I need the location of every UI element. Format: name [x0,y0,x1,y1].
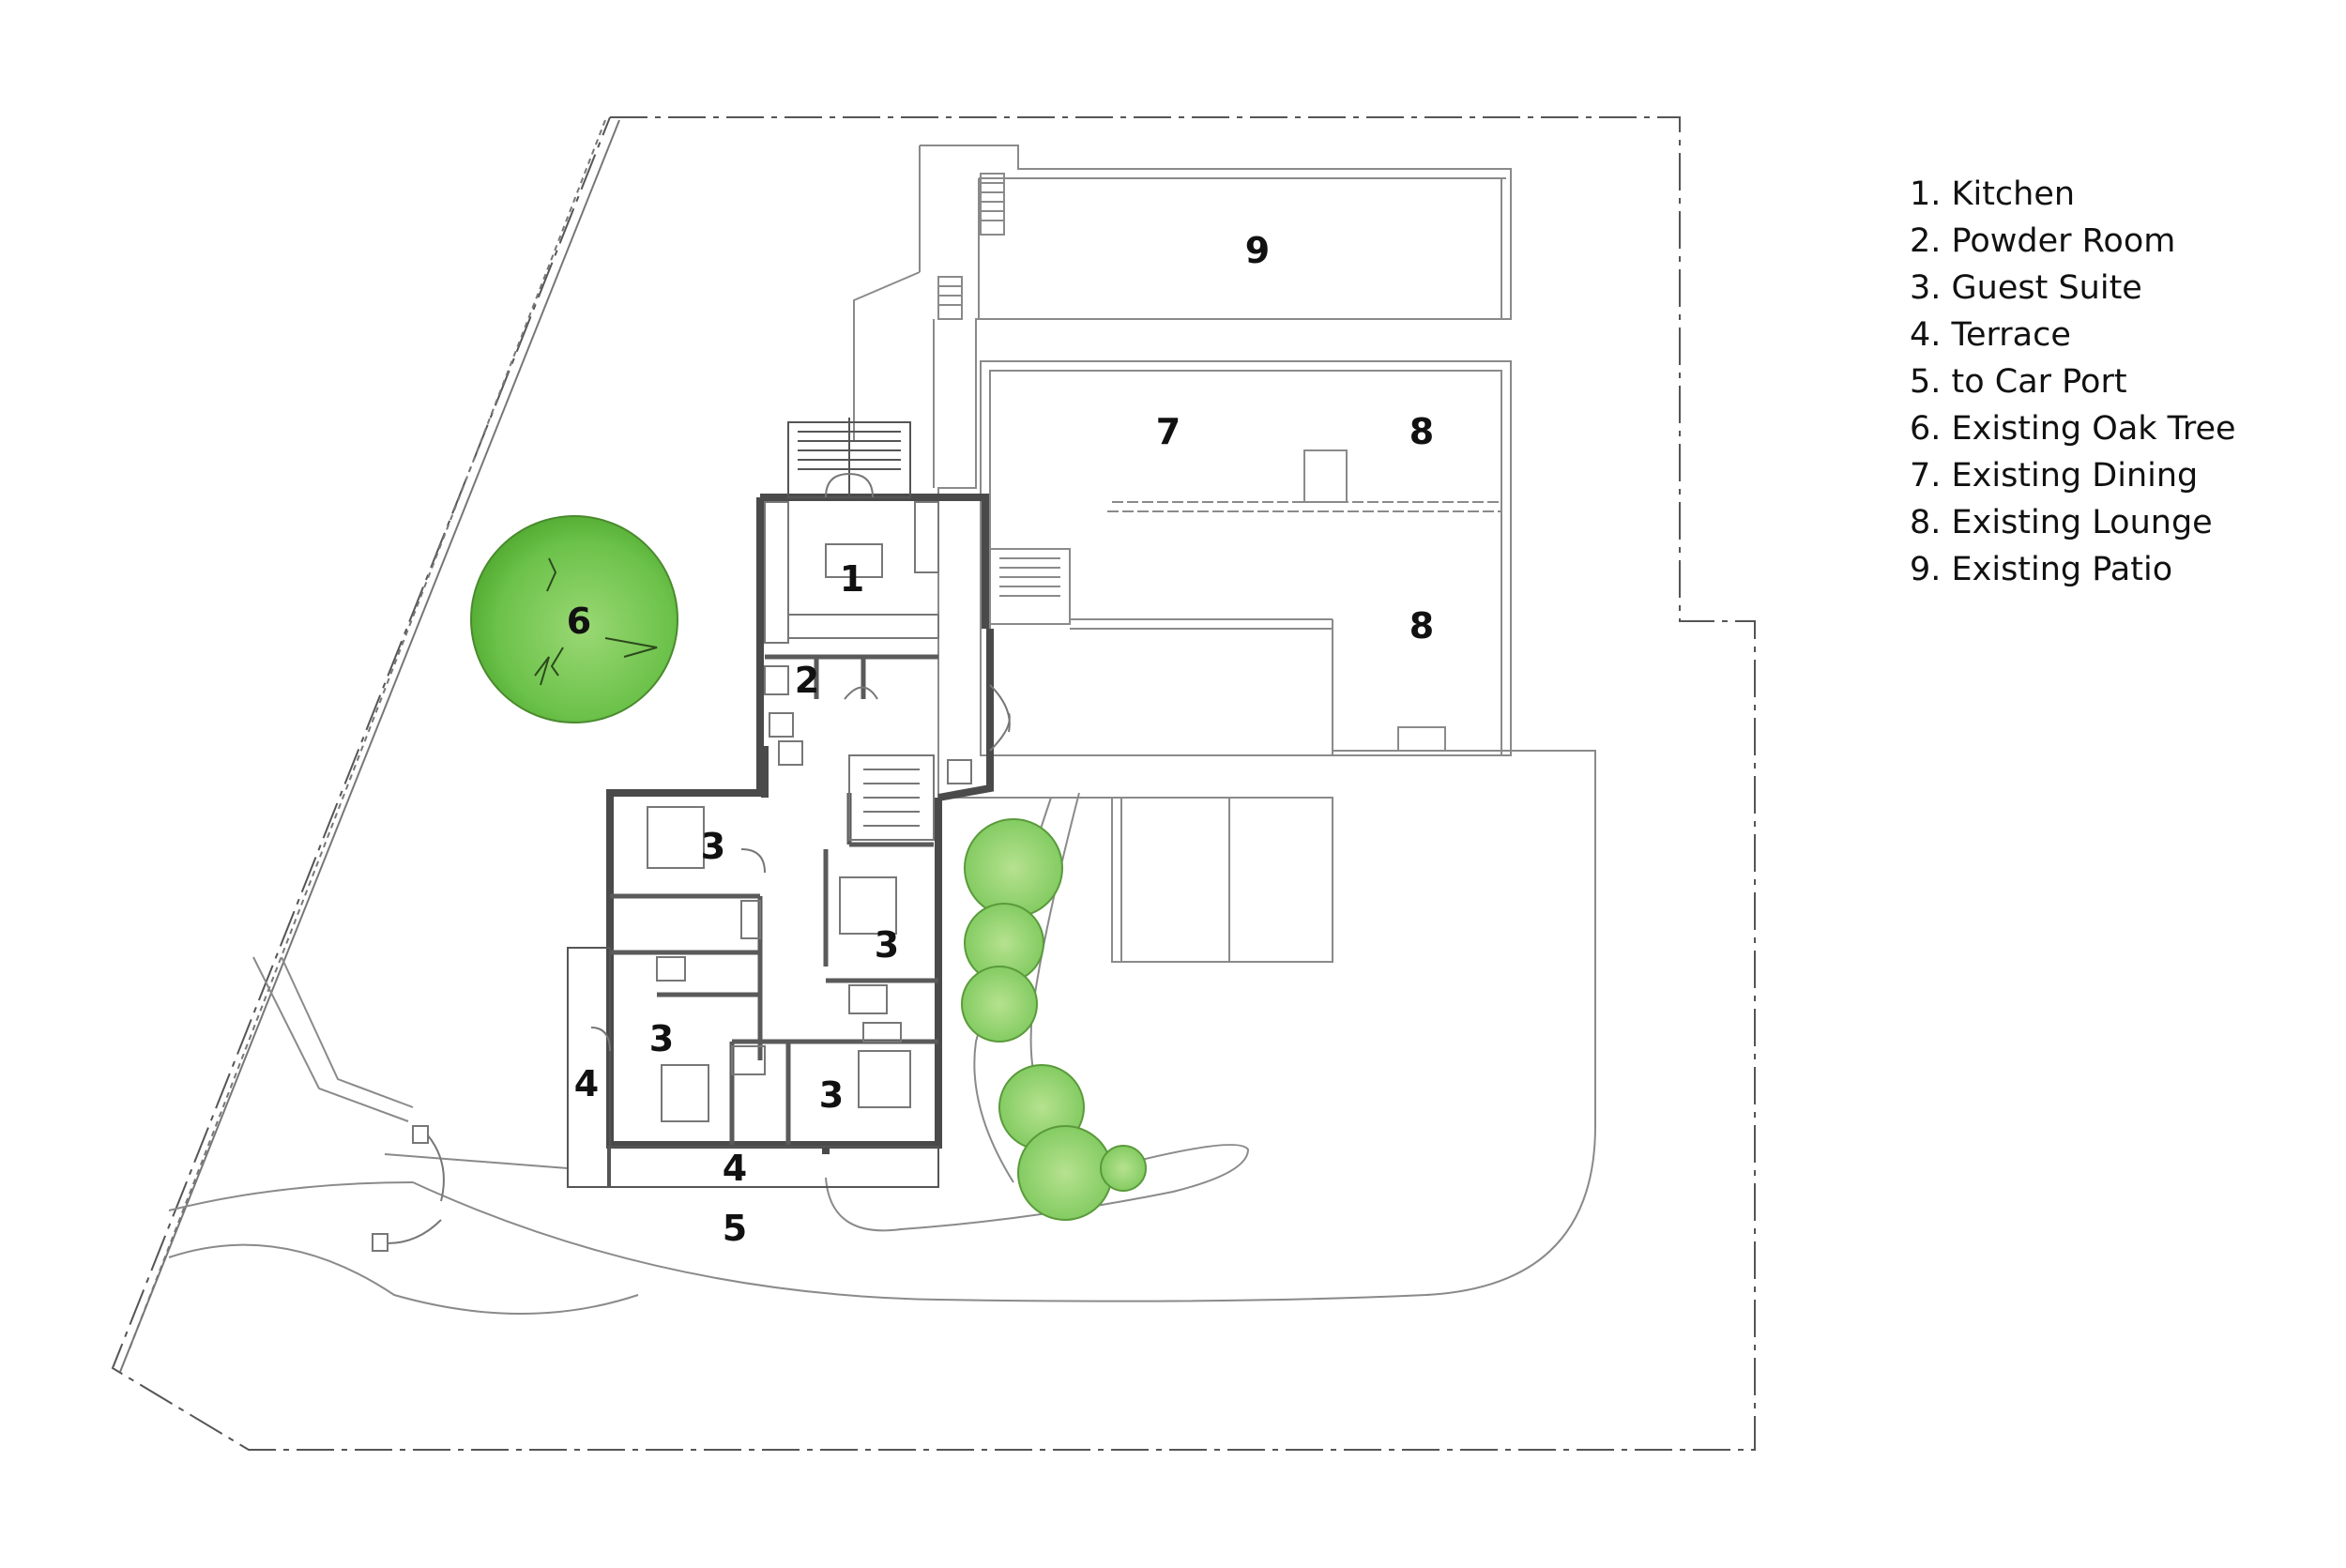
interior-walls [610,654,938,1145]
legend-item-patio: 9. Existing Patio [1910,551,2173,588]
legend-item-dining: 7. Existing Dining [1910,457,2199,495]
shrubs [961,818,1147,1221]
label-lounge-upper: 8 [1409,411,1434,452]
legend-item-oak-tree: 6. Existing Oak Tree [1910,410,2236,448]
kitchen-fixtures [764,472,939,644]
label-kitchen: 1 [840,558,864,600]
label-guest-suite-2: 3 [875,924,899,966]
room-labels: 9 7 8 8 1 2 6 3 3 3 3 4 4 5 [567,230,1434,1249]
label-terrace-west: 4 [574,1063,599,1104]
oak-tree [470,515,678,723]
label-car-port: 5 [723,1208,747,1249]
label-oak-tree: 6 [567,601,591,642]
legend-item-powder-room: 2. Powder Room [1910,222,2176,260]
label-dining: 7 [1156,411,1181,452]
terrace [567,418,939,1188]
legend-item-terrace: 4. Terrace [1910,316,2071,354]
label-guest-suite-3: 3 [649,1018,674,1059]
label-guest-suite-4: 3 [819,1074,844,1116]
entry-gate [372,1125,445,1252]
furniture [590,665,1011,1122]
legend-item-car-port: 5. to Car Port [1910,363,2127,401]
label-powder-room: 2 [795,660,819,701]
label-lounge-lower: 8 [1409,605,1434,647]
existing-building [853,145,1512,963]
boundary-fence [119,119,620,1373]
label-terrace-south: 4 [723,1148,747,1189]
driveway [168,750,1596,1315]
legend-item-lounge: 8. Existing Lounge [1910,504,2213,541]
label-guest-suite-1: 3 [701,826,725,867]
label-patio: 9 [1245,230,1270,271]
legend-item-guest-suite: 3. Guest Suite [1910,269,2142,307]
property-boundary [111,116,1756,1451]
legend: 1. Kitchen 2. Powder Room 3. Guest Suite… [1910,171,2323,593]
legend-item-kitchen: 1. Kitchen [1910,175,2076,213]
